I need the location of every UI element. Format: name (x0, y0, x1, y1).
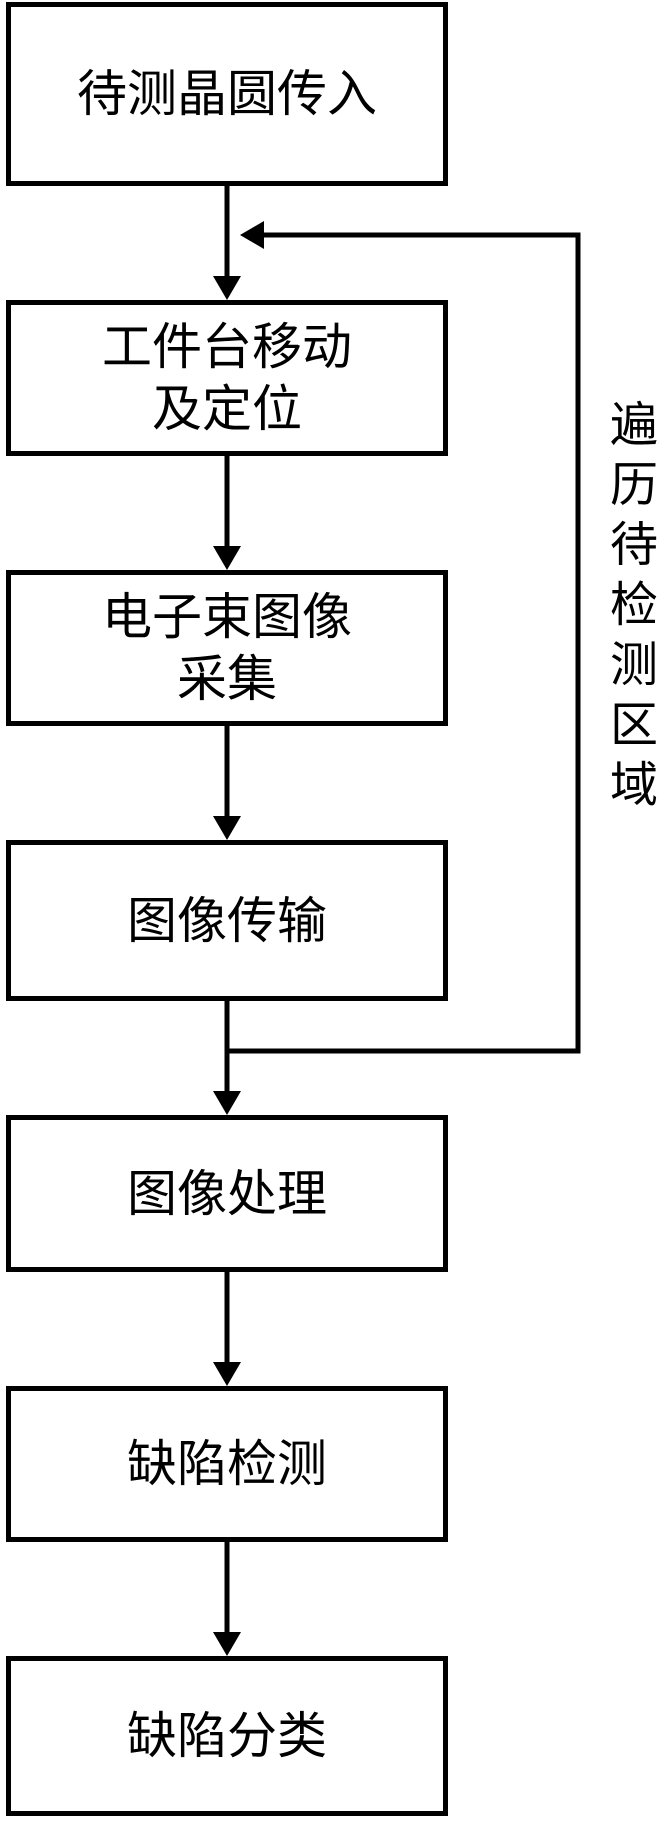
loop-label: 遍 历 待 检 测 区 域 (606, 395, 662, 815)
step-defect-classification-label: 缺陷分类 (127, 1707, 327, 1765)
loop-label-char: 历 (609, 457, 658, 513)
loop-label-char: 待 (609, 517, 658, 573)
arrowhead-step3 (213, 546, 241, 570)
loop-label-char: 测 (609, 637, 658, 693)
step-stage-move-position: 工件台移动 及定位 (6, 300, 448, 456)
arrowhead-step7 (213, 1632, 241, 1656)
step-image-processing-label: 图像处理 (127, 1164, 327, 1223)
arrowhead-step6 (213, 1362, 241, 1386)
arrowhead-step4 (213, 816, 241, 840)
loop-label-char: 域 (609, 757, 658, 813)
step-defect-detection-label: 缺陷检测 (127, 1435, 327, 1493)
step-defect-classification: 缺陷分类 (6, 1656, 448, 1816)
arrowhead-step5 (213, 1091, 241, 1115)
step-image-transfer: 图像传输 (6, 840, 448, 1001)
step-ebeam-image-acquisition: 电子束图像 采集 (6, 570, 448, 726)
step-defect-detection: 缺陷检测 (6, 1386, 448, 1542)
step-wafer-input-label: 待测晶圆传入 (77, 65, 377, 123)
loop-label-char: 遍 (609, 397, 658, 453)
step-wafer-input: 待测晶圆传入 (6, 2, 448, 186)
loop-label-char: 区 (609, 697, 658, 753)
step-image-processing: 图像处理 (6, 1115, 448, 1272)
step-stage-move-position-label-line2: 及定位 (152, 380, 302, 438)
arrowhead-loop (240, 221, 264, 249)
step-ebeam-image-acquisition-label-line1: 电子束图像 (102, 588, 352, 646)
step-ebeam-image-acquisition-label-line2: 采集 (177, 650, 277, 708)
arrowhead-step2 (213, 276, 241, 300)
loop-label-char: 检 (609, 577, 658, 633)
step-image-transfer-label: 图像传输 (127, 891, 327, 950)
loop-back-line (227, 232, 581, 1054)
step-stage-move-position-label-line1: 工件台移动 (102, 318, 352, 376)
